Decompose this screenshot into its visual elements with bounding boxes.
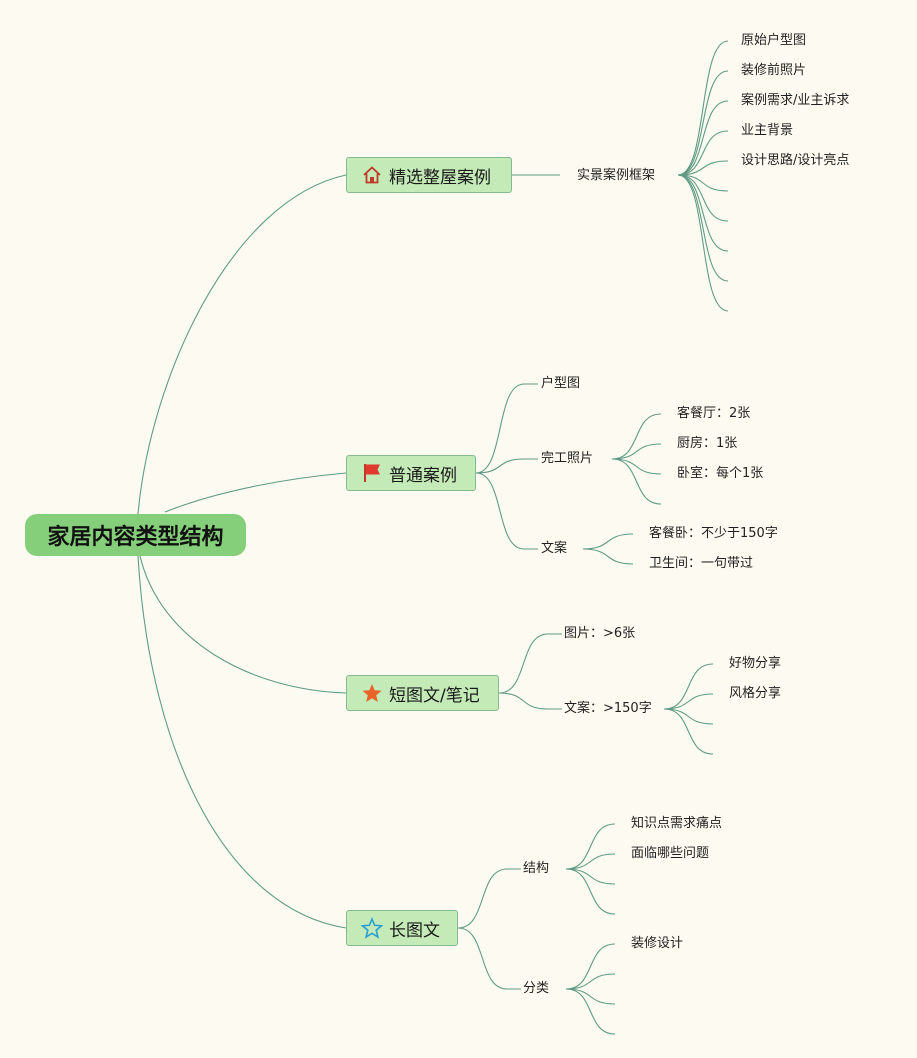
leaf-item[interactable]: 厨房：1张 [677,436,738,451]
connector-branch-sub [457,868,521,929]
connector-sub-leaf [677,130,729,176]
branch-label: 精选整屋案例 [389,167,491,188]
connector-sub-leaf [677,174,729,222]
sub-photos[interactable]: 完工照片 [541,451,594,466]
leaf-item[interactable]: 面临哪些问题 [631,846,710,861]
branch-label: 短图文/笔记 [389,685,480,706]
connector-sub-leaf [677,174,729,312]
leaf-item[interactable]: 设计思路/设计亮点 [741,153,850,168]
connector-sub-leaf [565,973,616,990]
connector-root-branch [139,555,347,694]
branch-long-articles[interactable]: 长图文 [346,910,458,946]
connector-sub-leaf [677,100,729,176]
flag-icon [361,462,383,484]
connector-sub-leaf [565,943,616,990]
connector-sub-leaf [677,160,729,176]
connector-sub-leaf [565,868,616,915]
leaf-item[interactable]: 好物分享 [729,656,782,671]
house-icon [361,164,383,186]
connector-sub-leaf [611,443,662,460]
connector-branch-sub [457,927,521,990]
branch-label: 普通案例 [389,465,457,486]
connector-sub-leaf [611,458,662,505]
leaf-item[interactable]: 客餐厅：2张 [677,406,751,421]
branch-short-notes[interactable]: 短图文/笔记 [346,675,499,711]
branch-normal-cases[interactable]: 普通案例 [346,455,476,491]
connector-root-branch [137,555,347,929]
leaf-item[interactable]: 装修设计 [631,936,684,951]
leaf-item[interactable]: 原始户型图 [741,33,807,48]
sub-copy[interactable]: 文案：>150字 [564,701,652,716]
star-outline-icon [361,917,383,939]
leaf-item[interactable]: 卫生间：一句带过 [649,556,754,571]
leaf-item[interactable]: 业主背景 [741,123,794,138]
connector-sub-leaf [611,413,662,460]
leaf-item[interactable]: 装修前照片 [741,63,807,78]
connector-sub-leaf [677,70,729,176]
connector-sub-leaf [565,868,616,885]
connector-sub-leaf [565,988,616,1005]
connector-branch-sub [498,633,562,694]
leaf-item[interactable]: 风格分享 [729,686,782,701]
connector-sub-leaf [582,533,634,550]
connector-sub-leaf [582,548,634,565]
leaf-item[interactable]: 知识点需求痛点 [631,816,723,831]
connector-branch-sub [498,692,562,710]
connector-sub-leaf [611,458,662,475]
connector-sub-leaf [677,40,729,176]
sub-framework[interactable]: 实景案例框架 [577,168,656,183]
root-node[interactable]: 家居内容类型结构 [25,514,246,556]
connector-sub-leaf [663,708,714,755]
leaf-item[interactable]: 客餐卧：不少于150字 [649,526,778,541]
sub-structure[interactable]: 结构 [523,861,550,876]
branch-label: 长图文 [389,920,440,941]
connector-branch-sub [475,458,538,474]
leaf-item[interactable]: 案例需求/业主诉求 [741,93,850,108]
sub-floorplan[interactable]: 户型图 [541,376,581,391]
root-label: 家居内容类型结构 [47,525,224,550]
connector-sub-leaf [663,663,714,710]
sub-copy[interactable]: 文案 [541,541,568,556]
connector-sub-leaf [565,823,616,870]
connector-root-branch [137,174,347,515]
connector-branch-sub [475,472,538,550]
connector-sub-leaf [565,988,616,1035]
connector-sub-leaf [565,853,616,870]
connector-sub-leaf [663,693,714,710]
leaf-item[interactable]: 卧室：每个1张 [677,466,764,481]
connector-branch-sub [475,383,538,474]
branch-featured-cases[interactable]: 精选整屋案例 [346,157,512,193]
connector-root-branch [164,472,347,513]
star-icon [361,682,383,704]
sub-images[interactable]: 图片：>6张 [564,626,636,641]
connector-sub-leaf [677,174,729,192]
sub-category[interactable]: 分类 [523,981,550,996]
connector-sub-leaf [663,708,714,725]
